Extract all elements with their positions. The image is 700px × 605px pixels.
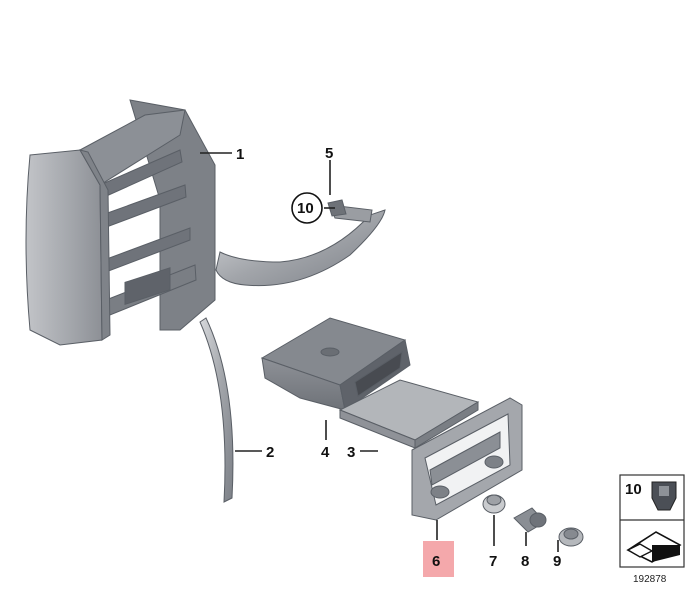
clip-icon	[651, 481, 677, 511]
callout-10: 10	[297, 200, 314, 217]
leader-lines	[200, 152, 559, 552]
reference-number: 192878	[633, 574, 667, 585]
part-6-bezel	[411, 397, 523, 521]
reference-symbol-icon	[626, 531, 682, 563]
legend-label-10: 10	[625, 481, 642, 498]
callout-2: 2	[266, 444, 274, 461]
callout-1: 1	[236, 146, 244, 163]
part-10-clip	[327, 199, 347, 217]
callout-9: 9	[553, 553, 561, 570]
callout-10-circle: 10	[291, 192, 323, 224]
callout-6: 6	[432, 553, 440, 570]
part-2-side-strip	[199, 317, 234, 503]
part-8-socket	[513, 507, 547, 533]
callout-8: 8	[521, 553, 529, 570]
callout-7: 7	[489, 553, 497, 570]
part-9-cap	[558, 527, 584, 547]
part-3-tray	[338, 379, 480, 449]
legend-box: 10	[619, 474, 685, 568]
part-1-console-frame	[25, 99, 216, 346]
part-7-knob	[482, 494, 506, 514]
callout-3: 3	[347, 444, 355, 461]
callout-5: 5	[325, 145, 333, 162]
callout-6-highlight: 6	[423, 541, 454, 577]
callout-4: 4	[321, 444, 330, 461]
part-4-storage-box	[260, 317, 411, 411]
